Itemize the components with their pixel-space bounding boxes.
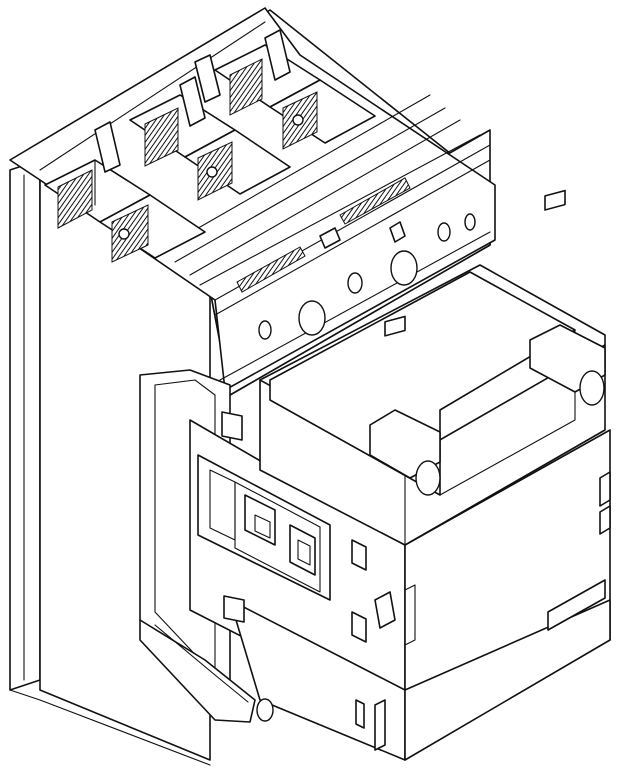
partition-tabs (94, 29, 291, 173)
screw-hole-icon (437, 222, 451, 242)
right-side-slots (547, 471, 611, 631)
terminal-block (9, 7, 496, 396)
window-slot-icon (355, 699, 365, 729)
slot-icon (599, 505, 611, 535)
screw-hole-icon (256, 698, 274, 722)
screw-hole-icon (347, 272, 363, 294)
bottom-mount (256, 698, 386, 751)
mechanism-window (197, 454, 331, 601)
screw-hole-icon (390, 250, 418, 286)
screw-hole-icon (464, 213, 476, 231)
screw-hole-icon (298, 300, 326, 336)
label-slot-icon (547, 579, 606, 631)
contact-strips (236, 177, 411, 293)
corner-clips (369, 189, 606, 496)
terminal-pocket-6 (269, 79, 376, 150)
screw-hole-icon (258, 320, 272, 340)
terminal-pocket-5 (214, 44, 321, 116)
slot-icon (599, 471, 611, 507)
terminal-pocket-4 (184, 129, 291, 201)
window-square-icon (221, 411, 243, 441)
side-latch (374, 584, 416, 646)
coil-cover (259, 264, 606, 546)
window-square-icon (223, 595, 245, 623)
screw-hole-icon (415, 460, 441, 496)
window-square-icon (351, 539, 367, 571)
frame-windows (221, 411, 367, 729)
front-screw-holes (258, 213, 476, 340)
terminal-pocket-2 (99, 194, 206, 263)
window-square-icon (351, 611, 367, 643)
screw-hole-icon (579, 370, 605, 406)
